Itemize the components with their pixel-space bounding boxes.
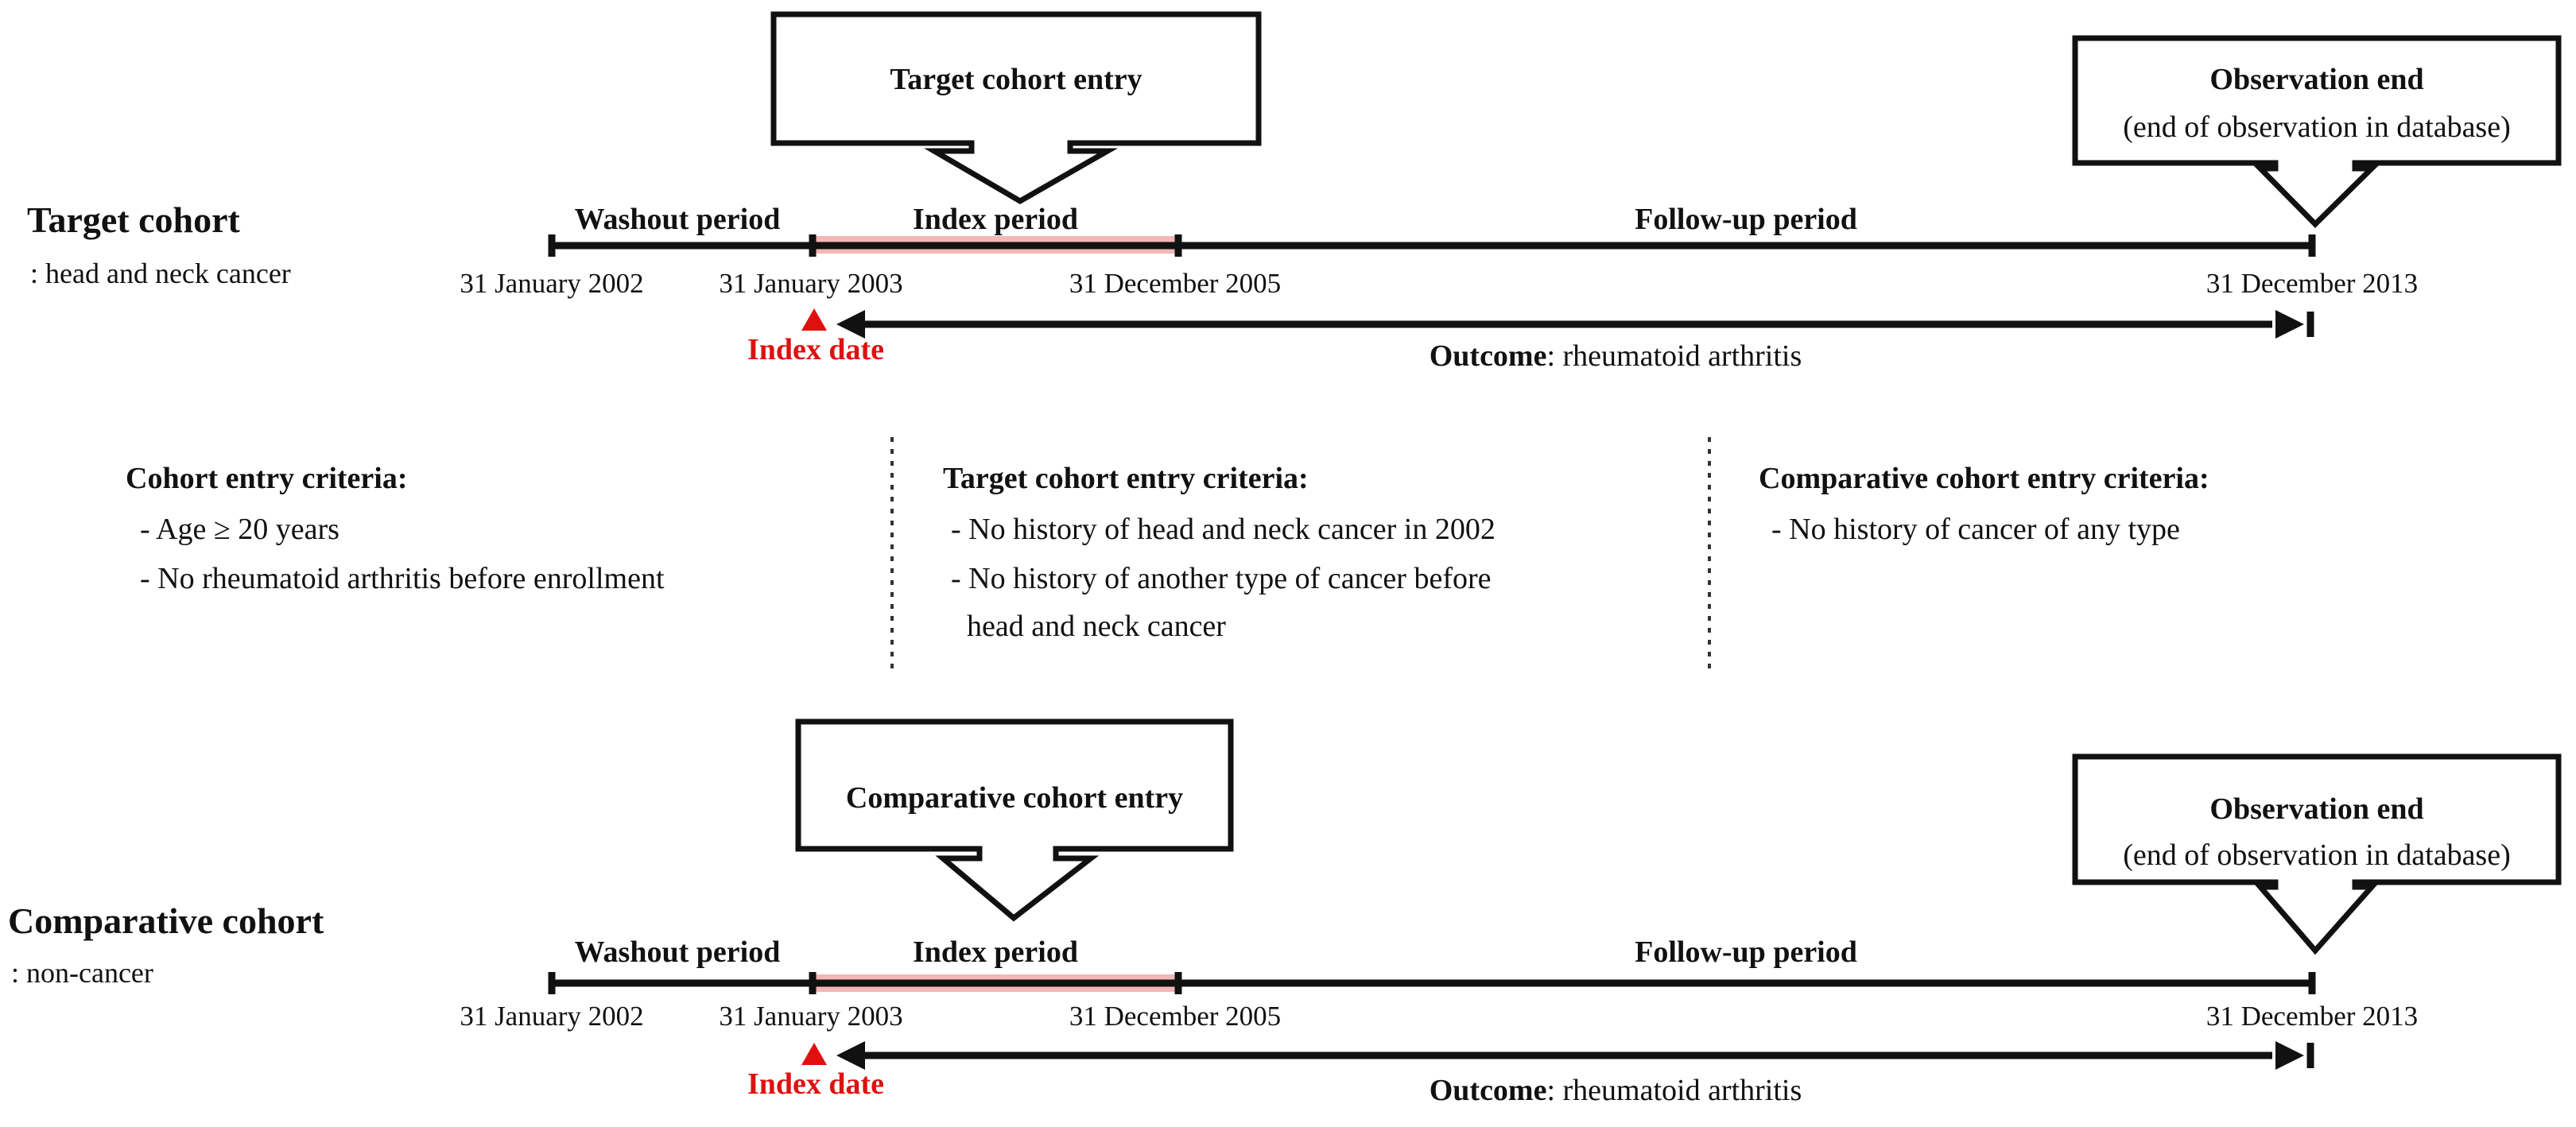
comparative-outcome-label: Outcome — [1430, 1074, 1547, 1107]
target-outcome-value: : rheumatoid arthritis — [1546, 339, 1802, 373]
target-outcome-label: Outcome — [1430, 339, 1547, 373]
target-cohort-title: Target cohort — [27, 199, 241, 240]
target-date-end: 31 December 2013 — [2206, 268, 2418, 299]
comparative-entry-criteria-item: - No history of cancer of any type — [1771, 513, 2180, 546]
cohort-entry-criteria-item: - Age ≥ 20 years — [140, 513, 339, 546]
target-observation-end-note: (end of observation in database) — [2123, 110, 2511, 144]
target-date-index-start: 31 January 2003 — [719, 268, 902, 299]
target-date-start: 31 January 2002 — [460, 268, 643, 299]
comparative-outcome-arrow-right-head — [2275, 1041, 2304, 1070]
comparative-date-index-end: 31 December 2005 — [1069, 1001, 1281, 1032]
comparative-cohort-panel: Comparative cohort : non-cancer Comparat… — [8, 718, 2562, 1107]
target-date-index-end: 31 December 2005 — [1069, 268, 1281, 299]
target-index-period-label: Index period — [913, 203, 1078, 236]
comparative-date-index-start: 31 January 2003 — [719, 1001, 902, 1032]
target-outcome-text: Outcome: rheumatoid arthritis — [1430, 339, 1802, 373]
comparative-index-date-label: Index date — [747, 1067, 884, 1101]
target-followup-label: Follow-up period — [1635, 203, 1857, 236]
comparative-outcome-value: : rheumatoid arthritis — [1546, 1074, 1802, 1107]
target-entry-criteria-item: - No history of another type of cancer b… — [951, 562, 1492, 595]
target-entry-callout-label: Target cohort entry — [890, 63, 1142, 96]
cohort-entry-criteria-item: - No rheumatoid arthritis before enrollm… — [140, 562, 665, 595]
comparative-observation-end-note: (end of observation in database) — [2123, 838, 2511, 872]
comparative-observation-end-callout-box — [2072, 753, 2562, 955]
target-outcome-arrow-left-head — [836, 310, 865, 339]
comparative-outcome-text: Outcome: rheumatoid arthritis — [1430, 1074, 1802, 1107]
comparative-entry-criteria-title: Comparative cohort entry criteria: — [1759, 462, 2209, 495]
target-washout-label: Washout period — [575, 203, 781, 236]
criteria-panel: Cohort entry criteria: - Age ≥ 20 years … — [126, 437, 2209, 676]
cohort-entry-criteria-title: Cohort entry criteria: — [126, 462, 408, 495]
comparative-followup-label: Follow-up period — [1635, 935, 1857, 969]
target-entry-criteria-item: head and neck cancer — [967, 610, 1226, 643]
comparative-cohort-title: Comparative cohort — [8, 900, 324, 941]
comparative-washout-label: Washout period — [575, 935, 781, 969]
comparative-index-date-marker-icon — [801, 1043, 827, 1065]
comparative-cohort-subtitle: : non-cancer — [11, 957, 153, 989]
comparative-entry-callout-box — [795, 718, 1234, 922]
target-index-date-marker-icon — [801, 308, 827, 331]
target-cohort-subtitle: : head and neck cancer — [30, 258, 291, 289]
comparative-entry-callout-label: Comparative cohort entry — [846, 781, 1183, 815]
comparative-date-end: 31 December 2013 — [2206, 1001, 2418, 1032]
comparative-date-start: 31 January 2002 — [460, 1001, 643, 1032]
target-entry-callout-box — [770, 11, 1262, 205]
target-cohort-panel: Target cohort : head and neck cancer Tar… — [27, 11, 2562, 373]
target-index-date-label: Index date — [747, 333, 884, 366]
comparative-outcome-arrow-left-head — [836, 1041, 865, 1070]
target-entry-criteria-title: Target cohort entry criteria: — [943, 462, 1309, 495]
comparative-index-period-label: Index period — [913, 935, 1078, 969]
target-outcome-arrow-right-head — [2275, 310, 2304, 339]
target-observation-end-title: Observation end — [2209, 63, 2423, 96]
comparative-observation-end-title: Observation end — [2209, 792, 2423, 826]
target-entry-criteria-item: - No history of head and neck cancer in … — [951, 513, 1496, 546]
target-observation-end-callout-box — [2072, 35, 2562, 228]
